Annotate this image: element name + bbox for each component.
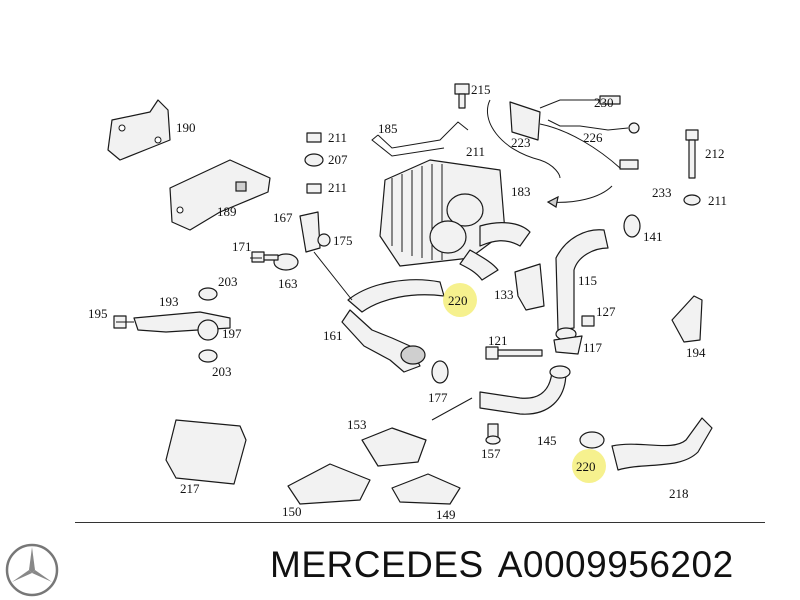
label-211: 211 [328, 130, 347, 145]
bracket-150 [287, 463, 371, 505]
mount-197 [197, 287, 219, 363]
label-115: 115 [578, 273, 597, 288]
part-number: A0009956202 [497, 544, 734, 585]
footer-divider [75, 522, 765, 523]
label-212: 212 [705, 146, 725, 161]
part-number-caption: MERCEDES A0009956202 [270, 544, 748, 586]
label-175: 175 [333, 233, 353, 248]
clamp-220-lower [579, 431, 605, 449]
label-189: 189 [217, 204, 237, 219]
label-190: 190 [176, 120, 196, 135]
bolt-171 [251, 251, 279, 263]
label-161: 161 [323, 328, 343, 343]
label-149: 149 [436, 507, 456, 520]
label-207: 207 [328, 152, 348, 167]
bracket-133 [514, 263, 545, 311]
label-171: 171 [232, 239, 252, 254]
label-157: 157 [481, 446, 501, 461]
pipe-115 [555, 229, 609, 341]
label-185: 185 [378, 121, 398, 136]
highlight-220-lower [572, 449, 606, 483]
label-220: 220 [576, 459, 596, 474]
label-167: 167 [273, 210, 293, 225]
flange-117 [553, 335, 583, 355]
label-153: 153 [347, 417, 367, 432]
label-194: 194 [686, 345, 706, 360]
label-121: 121 [488, 333, 508, 348]
label-211: 211 [708, 193, 727, 208]
pipe-161 [341, 279, 445, 373]
mercedes-star-icon [5, 543, 59, 597]
exhaust-system-diagram: 190 189 185 215 230 211 207 211 211 223 … [88, 82, 727, 520]
bolt-121 [485, 346, 543, 360]
label-197: 197 [222, 326, 242, 341]
label-141: 141 [643, 229, 663, 244]
label-223: 223 [511, 135, 531, 150]
muffler [379, 159, 531, 281]
label-150: 150 [282, 504, 302, 519]
label-127: 127 [596, 304, 616, 319]
label-218: 218 [669, 486, 689, 501]
label-211: 211 [466, 144, 485, 159]
label-117: 117 [583, 340, 603, 355]
label-183: 183 [511, 184, 531, 199]
bracket-149 [391, 397, 473, 505]
clamp-177 [431, 360, 449, 384]
bracket-194 [671, 295, 703, 343]
callout-labels: 190 189 185 215 230 211 207 211 211 223 … [88, 82, 727, 520]
label-220: 220 [448, 293, 468, 308]
highlight-220-upper [443, 283, 477, 317]
label-233: 233 [652, 185, 672, 200]
bracket-189 [169, 159, 271, 231]
clamp-141 [623, 214, 641, 238]
bolt-215 [454, 83, 470, 109]
label-230: 230 [594, 95, 614, 110]
label-163: 163 [278, 276, 298, 291]
label-177: 177 [428, 390, 448, 405]
mount-stack [304, 132, 324, 194]
clamp-163 [273, 253, 299, 271]
brand-name: MERCEDES [270, 544, 484, 585]
label-215: 215 [471, 82, 491, 97]
label-217: 217 [180, 481, 200, 496]
bracket-190 [107, 99, 171, 161]
bolt-212 [683, 129, 701, 206]
bolt-127 [581, 315, 595, 327]
label-203: 203 [212, 364, 232, 379]
heat-shield-217 [165, 419, 247, 485]
bolt-157 [485, 423, 501, 445]
bracket-153 [361, 427, 427, 467]
pipe-218 [611, 417, 713, 471]
sensor-223 [487, 95, 640, 179]
label-203: 203 [218, 274, 238, 289]
label-145: 145 [537, 433, 557, 448]
label-211: 211 [328, 180, 347, 195]
label-226: 226 [583, 130, 603, 145]
bracket-167 [299, 211, 331, 253]
strap-185 [371, 121, 469, 157]
label-195: 195 [88, 306, 108, 321]
label-193: 193 [159, 294, 179, 309]
pipe-145 [479, 365, 571, 415]
label-133: 133 [494, 287, 514, 302]
